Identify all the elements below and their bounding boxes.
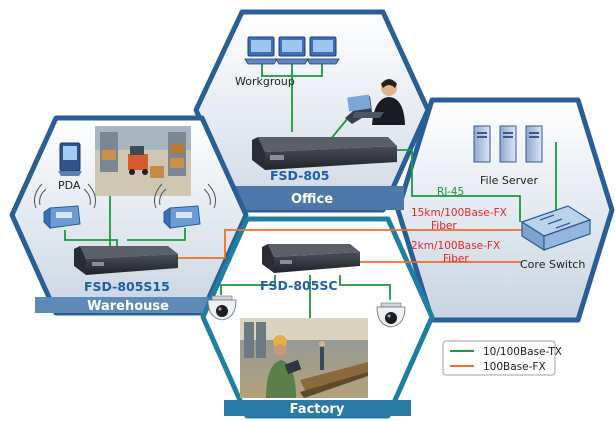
core-switch-label: Core Switch (520, 258, 585, 271)
warehouse-zone-label: Warehouse (87, 299, 169, 314)
file-server-label: File Server (480, 174, 538, 187)
legend-item-fiber: 100Base-FX (483, 361, 546, 373)
office-zone-label: Office (291, 192, 333, 207)
security-camera-left (207, 295, 237, 321)
file-server-towers (473, 125, 543, 163)
fiber-2km-type: Fiber (443, 253, 469, 265)
office-user-with-laptop (345, 79, 405, 125)
pda-label: PDA (58, 179, 81, 192)
fiber-15km-type: Fiber (431, 220, 457, 232)
fsd-805s15-label: FSD-805S15 (84, 279, 170, 294)
wireless-access-point-right (154, 183, 216, 230)
fiber-links (175, 229, 522, 263)
fsd-805sc-switch (262, 244, 360, 273)
pda-device (58, 142, 82, 176)
fiber-2km-label: 2km/100Base-FX (411, 240, 500, 252)
wireless-access-point-left (34, 183, 96, 230)
workgroup-label: Workgroup (235, 75, 295, 88)
fsd-805-label: FSD-805 (270, 168, 329, 183)
factory-zone-label: Factory (290, 402, 345, 417)
legend: 10/100Base-TX 100Base-FX (442, 340, 562, 376)
factory-photo (240, 318, 368, 398)
fsd-805s15-switch (74, 246, 178, 275)
rj45-label: RJ-45 (437, 186, 464, 198)
core-switch-icon (520, 205, 592, 252)
fsd-805sc-label: FSD-805SC (260, 278, 338, 293)
fsd-805-switch (252, 137, 397, 170)
workgroup-computers (244, 36, 340, 65)
legend-item-copper: 10/100Base-TX (483, 346, 562, 358)
security-camera-right (376, 302, 406, 328)
fiber-15km-label: 15km/100Base-FX (411, 207, 507, 219)
warehouse-photo (95, 126, 191, 196)
